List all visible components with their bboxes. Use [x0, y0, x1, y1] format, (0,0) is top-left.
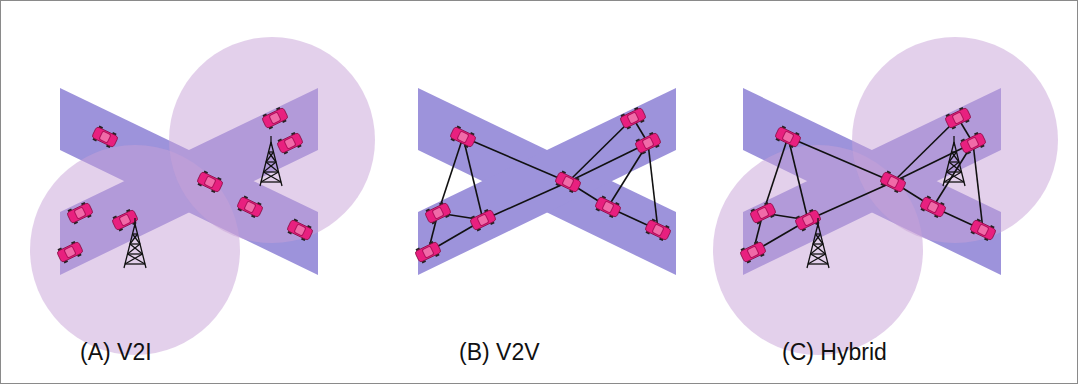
coverage-circle	[713, 145, 923, 355]
car-icon	[619, 106, 648, 131]
car-icon	[286, 218, 315, 243]
v2v-link	[483, 182, 568, 220]
v2v-link	[788, 137, 893, 182]
car-icon	[56, 240, 85, 265]
coverage-circle	[852, 37, 1058, 243]
car-icon	[774, 125, 803, 150]
car-icon	[594, 195, 623, 220]
car-icon	[959, 131, 988, 156]
tower-symbol	[260, 136, 282, 186]
v2v-link	[463, 137, 568, 182]
car-icon	[554, 170, 583, 195]
car-icon	[449, 125, 478, 150]
car-icon	[969, 218, 998, 243]
car-icon	[739, 240, 768, 265]
car-icon	[944, 106, 973, 131]
coverage-circle	[169, 37, 375, 243]
v2v-link	[438, 137, 463, 213]
car-icon	[414, 240, 443, 265]
tower-symbol	[943, 136, 965, 186]
car-icon	[261, 106, 290, 131]
road-band	[418, 88, 676, 275]
panel-label: (A) V2I	[80, 340, 152, 365]
car-icon	[111, 208, 140, 233]
car-icon	[919, 195, 948, 220]
car-icon	[469, 208, 498, 233]
v2v-link	[973, 143, 983, 230]
v2v-link	[463, 137, 483, 220]
panel-label: (C) Hybrid	[782, 340, 887, 365]
car-icon	[424, 201, 453, 226]
car-icon	[236, 195, 265, 220]
v2v-link	[808, 182, 893, 220]
tower-symbol	[124, 218, 146, 268]
panel-label: (B) V2V	[459, 340, 540, 365]
v2v-link	[648, 143, 658, 230]
car-icon	[91, 125, 120, 150]
panel-illustration	[713, 37, 1058, 355]
road-band	[418, 88, 676, 275]
car-icon	[276, 131, 305, 156]
coverage-circle	[30, 145, 240, 355]
panel-illustration	[414, 88, 676, 275]
panel-illustration	[30, 37, 375, 355]
v2v-link	[788, 137, 808, 220]
car-icon	[644, 218, 673, 243]
v2v-link	[763, 137, 788, 213]
car-icon	[634, 131, 663, 156]
tower-symbol	[807, 218, 829, 268]
v2v-link	[568, 118, 633, 182]
car-icon	[794, 208, 823, 233]
car-icon	[879, 170, 908, 195]
car-icon	[66, 201, 95, 226]
car-icon	[196, 170, 225, 195]
car-icon	[749, 201, 778, 226]
